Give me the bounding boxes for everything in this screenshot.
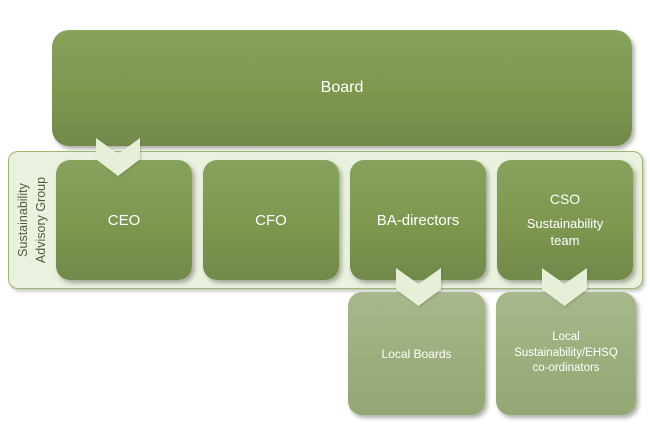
- arrow-ba-directors-to-local-boards: [396, 268, 441, 306]
- node-cso: CSO Sustainability team: [497, 160, 633, 280]
- group-label-line1: Sustainability: [15, 183, 30, 257]
- node-cfo-label: CFO: [255, 211, 287, 229]
- node-local-coordinators: Local Sustainability/EHSQ co-ordinators: [496, 292, 636, 415]
- node-local-boards: Local Boards: [348, 292, 485, 415]
- node-cso-title: CSO: [549, 190, 581, 207]
- chevron-down-icon: [96, 138, 140, 176]
- node-cfo: CFO: [203, 160, 339, 280]
- node-ceo: CEO: [56, 160, 192, 280]
- node-board: Board: [52, 30, 632, 146]
- node-board-label: Board: [320, 79, 364, 96]
- node-ceo-label: CEO: [107, 211, 141, 229]
- chevron-down-icon: [396, 268, 441, 306]
- node-local-coordinators-label: Local Sustainability/EHSQ co-ordinators: [514, 331, 618, 375]
- node-ba-directors: BA-directors: [350, 160, 486, 280]
- node-cso-subtitle: Sustainability team: [526, 215, 604, 248]
- chevron-down-icon: [542, 268, 587, 306]
- node-local-boards-label: Local Boards: [381, 346, 452, 361]
- arrow-board-to-ceo: [96, 138, 140, 176]
- node-ba-directors-label: BA-directors: [376, 211, 460, 229]
- group-label-line2: Advisory Group: [34, 176, 48, 264]
- group-label: Sustainability Advisory Group: [10, 145, 54, 295]
- arrow-cso-to-local-coordinators: [542, 268, 587, 306]
